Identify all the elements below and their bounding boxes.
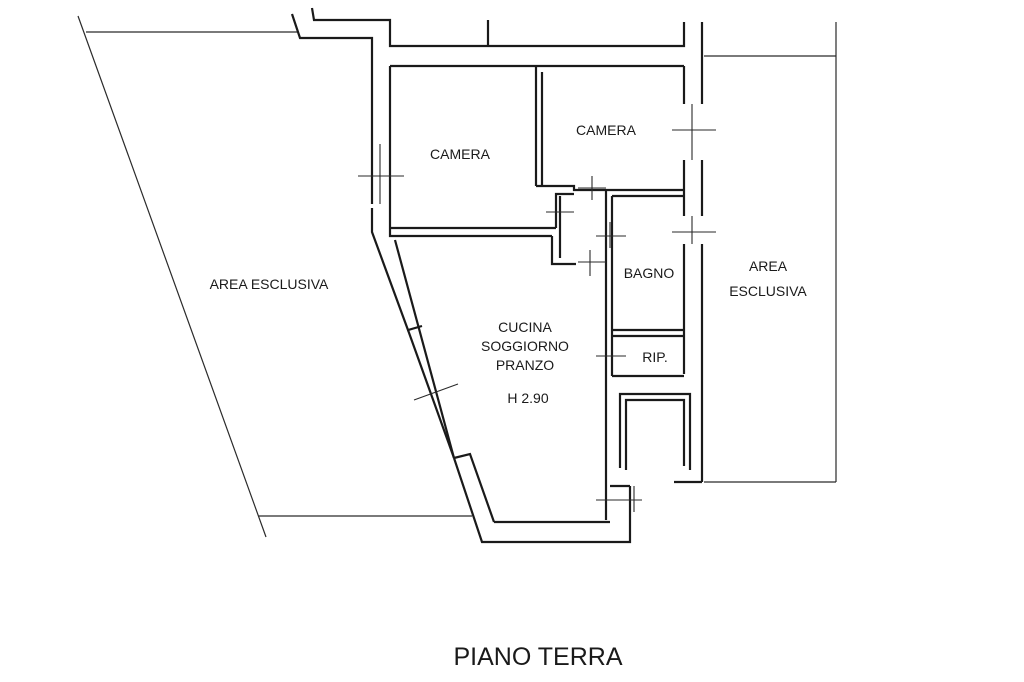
kitchen-label-line3: PRANZO [496,357,554,373]
ceiling-height-label: H 2.90 [507,390,548,406]
interior-walls [390,64,702,520]
opening-ticks [358,104,716,512]
camera-right-label: CAMERA [576,122,637,138]
left-area-label: AREA ESCLUSIVA [210,276,329,292]
left-area-boundary [77,15,472,538]
rip-label: RIP. [642,349,667,365]
floor-title: PIANO TERRA [453,643,622,671]
right-area-boundary [704,22,837,483]
kitchen-label-line1: CUCINA [498,319,552,335]
right-area-label-line1: AREA [749,258,788,274]
kitchen-label-line2: SOGGIORNO [481,338,569,354]
right-area-label-line2: ESCLUSIVA [729,283,807,299]
outer-walls [290,7,704,544]
bagno-label: BAGNO [624,265,675,281]
camera-left-label: CAMERA [430,146,491,162]
